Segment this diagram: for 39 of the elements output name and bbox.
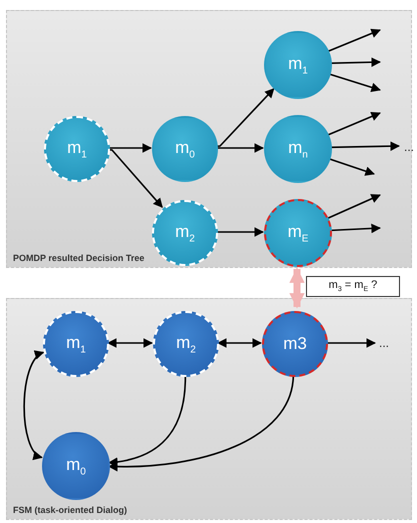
- arrow: [107, 338, 153, 348]
- state-label: m$_{0}$: [175, 138, 195, 160]
- arrow: [108, 376, 186, 467]
- ellipsis-label: ...: [379, 337, 390, 349]
- state-label: m$_{1}$: [288, 54, 308, 76]
- panel-background: [6, 10, 412, 268]
- arrow: [108, 149, 163, 208]
- state-label: m3: [283, 334, 307, 354]
- arrow: [328, 28, 381, 52]
- arrow: [217, 143, 264, 153]
- arrow: [217, 227, 264, 237]
- arrow: [216, 88, 274, 147]
- arrow: [330, 224, 381, 234]
- arrow: [217, 338, 262, 348]
- state-label: m$_{1}$: [67, 138, 87, 160]
- panel-background: [6, 298, 412, 520]
- arrow: [109, 143, 152, 153]
- arrow: [330, 141, 400, 151]
- panel-title: FSM (task-oriented Dialog): [13, 505, 128, 515]
- arrow: [108, 376, 294, 472]
- arrow: [330, 57, 381, 67]
- state-label: m$_{2}$: [175, 222, 195, 244]
- state-label: m$_{2}$: [176, 332, 196, 356]
- condition-box: [306, 276, 400, 297]
- ellipsis-label: ...: [404, 141, 414, 153]
- arrow: [328, 158, 375, 176]
- arrow: [289, 267, 305, 309]
- arrow: [23, 352, 44, 458]
- panel-title: POMDP resulted Decision Tree: [13, 253, 144, 263]
- arrow: [328, 112, 381, 136]
- state-circle: [152, 200, 218, 266]
- arrow: [328, 194, 381, 219]
- state-label: m$_{n}$: [288, 138, 308, 160]
- state-label: m$_{0}$: [66, 454, 86, 478]
- state-label: m$_{1}$: [66, 332, 86, 356]
- condition-label: m$_{3}$ = m$_{E}$ ?: [328, 279, 378, 294]
- arrow: [327, 338, 376, 348]
- state-label: m$_{E}$: [288, 222, 308, 244]
- arrow: [329, 73, 381, 92]
